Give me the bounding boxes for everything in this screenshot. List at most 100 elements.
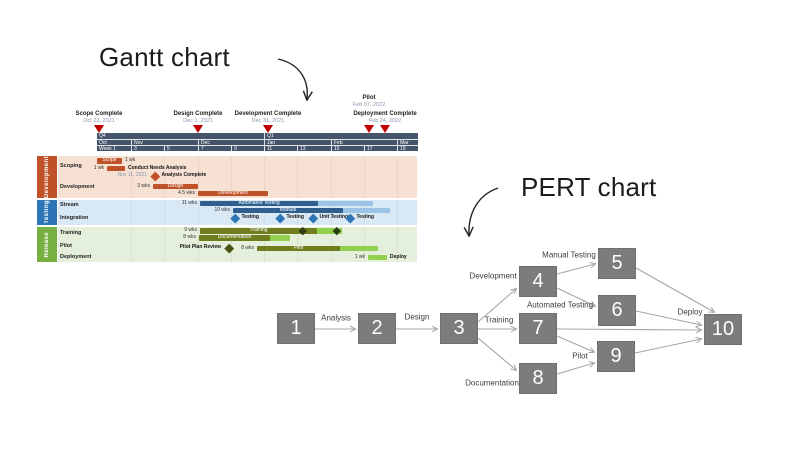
gantt-gridline [397, 226, 398, 262]
gantt-month-cell: Nov [131, 139, 198, 145]
pert-node-3: 3 [440, 313, 478, 344]
gantt-bar-text: Documentation [217, 234, 252, 240]
gantt-row-label: Training [60, 229, 82, 236]
gantt-gridline [164, 156, 165, 198]
pert-edge [556, 264, 595, 275]
gantt-bar-dark-segment [257, 245, 340, 251]
gantt-bar: Documentation [199, 234, 290, 241]
milestone-triangle-icon [364, 125, 374, 133]
gantt-gridline [131, 226, 132, 262]
gantt-section-label: Release [44, 231, 50, 258]
gantt-section-tab: Release [37, 226, 57, 262]
gantt-gridline [164, 226, 165, 262]
gantt-bar: Pilot [257, 244, 378, 251]
pert-node-4: 4 [519, 266, 557, 297]
gantt-month-cell: Dec [198, 139, 264, 145]
pert-edge [556, 329, 701, 330]
gantt-milestone-name: Deployment Complete [353, 111, 417, 117]
pert-chart-title: PERT chart [521, 172, 657, 202]
gantt-duration-label: 1 wk [354, 253, 365, 260]
gantt-month-cell: Oct [97, 139, 131, 145]
gantt-bar: Design [153, 182, 198, 189]
gantt-week-cell: 15 [331, 145, 364, 151]
gantt-gridline [331, 226, 332, 262]
gantt-duration-label: 8 wks [241, 244, 254, 251]
gantt-chart-title: Gantt chart [99, 42, 230, 72]
gantt-duration-label: 8 wks [183, 234, 196, 240]
gantt-quarter-cell: Q1 [264, 133, 418, 139]
gantt-bar: Scope [97, 157, 122, 164]
gantt-bar-dark-segment [233, 207, 343, 213]
gantt-milestone-name: Development Complete [234, 111, 302, 117]
gantt-section-tab: Development [37, 156, 57, 198]
gantt-diamond-label: Testing [286, 214, 304, 221]
gantt-milestone-date: Feb 24, 2022 [368, 118, 402, 124]
gantt-gridline [198, 226, 199, 262]
gantt-bar-text: Pilot [293, 244, 304, 251]
gantt-bar-caption: Conduct Needs Analysis [128, 164, 187, 171]
gantt-bar-dark-segment [200, 228, 317, 234]
milestone-triangle-icon [380, 125, 390, 133]
gantt-gridline [264, 226, 265, 262]
gantt-row-label: Scoping [60, 163, 82, 169]
gantt-gridline [397, 199, 398, 225]
gantt-bar-text: Manual [279, 206, 297, 213]
gantt-milestone-name: Design Complete [173, 111, 223, 117]
gantt-row-label: Integration [60, 215, 89, 221]
pert-edge [556, 363, 594, 375]
gantt-bar: Training [200, 227, 342, 234]
pert-edge [635, 267, 714, 312]
pert-node-8: 8 [519, 363, 557, 394]
gantt-row-label: Stream [60, 202, 79, 208]
gantt-milestone-name: Pilot [362, 95, 376, 101]
gantt-bar-dark-segment [199, 235, 270, 241]
gantt-gridline [297, 156, 298, 198]
gantt-bar [107, 165, 125, 171]
pert-annotation-arrow-icon [469, 187, 499, 235]
pert-edge-label: Development [469, 271, 517, 281]
pert-edge [634, 339, 701, 354]
gantt-bar-text: Automated Testing [238, 199, 280, 206]
gantt-duration-label: 9 wks [184, 227, 197, 233]
gantt-quarter-cell: Q4 [97, 133, 264, 139]
gantt-gridline [231, 156, 232, 198]
gantt-section-label: Testing [44, 200, 50, 225]
gantt-month-cell: Mar [397, 139, 418, 145]
gantt-week-cell: 7 [198, 145, 231, 151]
gantt-gridline [198, 199, 199, 225]
gantt-gridline [364, 226, 365, 262]
gantt-week-cell: 3 [131, 145, 164, 151]
gantt-gridline [164, 199, 165, 225]
gantt-bar-caption: 1 wk [125, 157, 136, 163]
pert-node-1: 1 [277, 313, 315, 344]
gantt-gridline [231, 226, 232, 262]
gantt-bar-text: Scope [102, 157, 117, 163]
gantt-milestone-date: Dec 31, 2021 [251, 118, 285, 124]
pert-edge-label: Documentation [465, 378, 519, 388]
gantt-gridline [131, 156, 132, 198]
gantt-week-cell: 5 [164, 145, 198, 151]
milestone-triangle-icon [263, 125, 273, 133]
gantt-bar-dark-segment [200, 200, 318, 206]
pert-edge [556, 335, 594, 352]
gantt-week-cell: 9 [231, 145, 264, 151]
pert-edge-label: Analysis [321, 313, 351, 323]
gantt-section-label: Development [44, 155, 50, 199]
gantt-milestone-name: Scope Complete [75, 111, 123, 117]
gantt-gridline [198, 156, 199, 198]
pert-edge-label: Design [404, 312, 430, 322]
gantt-bar: Manual [233, 206, 390, 213]
gantt-diamond-caption: Pilot Plan Review [179, 244, 221, 251]
gantt-week-cell: Week 1 [97, 145, 131, 151]
gantt-milestone-date: Feb 07, 2022 [352, 102, 386, 108]
gantt-diamond-label: Analysis Complete [161, 172, 207, 179]
gantt-gridline [397, 156, 398, 198]
pert-edge [477, 337, 516, 370]
pert-node-10: 10 [704, 314, 742, 345]
gantt-week-cell: 17 [364, 145, 397, 151]
gantt-annotation-arrow-icon [277, 58, 307, 99]
pert-edge [635, 310, 701, 325]
gantt-week-cell: 11 [264, 145, 297, 151]
gantt-bar-text: Design [167, 182, 184, 189]
